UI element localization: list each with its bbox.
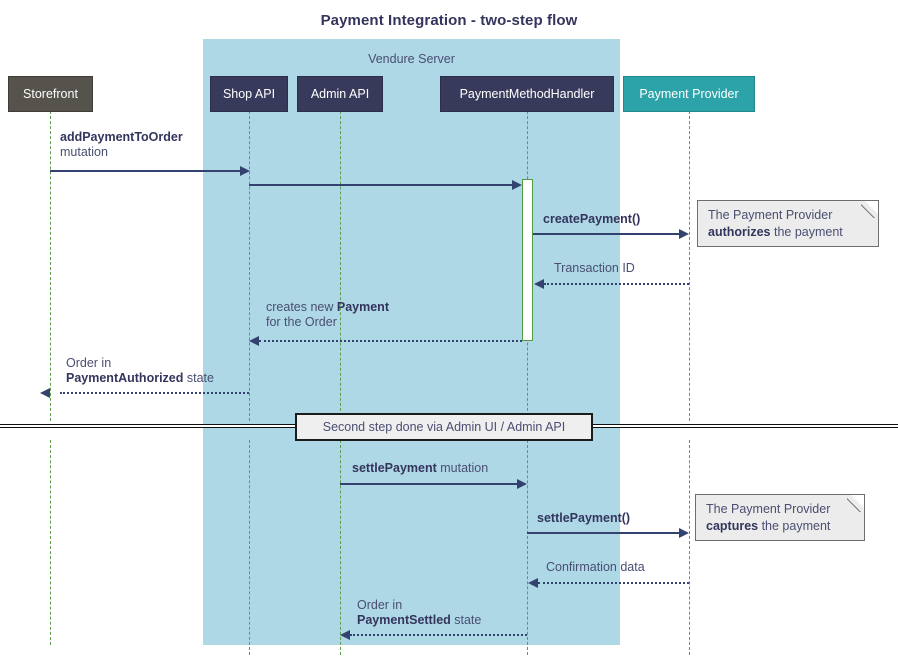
participant-admin-api[interactable]: Admin API xyxy=(297,76,383,112)
divider-line-left xyxy=(0,424,300,428)
participant-label-shop-api: Shop API xyxy=(222,87,276,101)
participant-shop-api[interactable]: Shop API xyxy=(210,76,288,112)
divider-label-box: Second step done via Admin UI / Admin AP… xyxy=(295,413,593,441)
label-settle-call: settlePayment() xyxy=(537,511,631,525)
message-arrow-order-payment-settled xyxy=(350,634,527,636)
participant-label-admin-api: Admin API xyxy=(310,87,370,101)
message-arrow-create-payment xyxy=(533,233,679,235)
arrowhead-confirmation-data xyxy=(528,578,538,588)
arrowhead-add-payment-to-order xyxy=(240,166,250,176)
label-create-payment: createPayment() xyxy=(543,212,641,226)
participant-payment-provider[interactable]: Payment Provider xyxy=(623,76,755,112)
lifeline-admin-api xyxy=(340,111,341,421)
message-label-order-payment-settled: Order in PaymentSettled state xyxy=(357,598,481,628)
note-fold-edge-icon-2 xyxy=(847,494,865,512)
label-order-auth-suffix: state xyxy=(183,371,214,385)
message-label-create-payment: createPayment() xyxy=(543,212,640,227)
message-arrow-add-payment-to-order xyxy=(50,170,240,172)
group-label-vendure-server: Vendure Server xyxy=(368,52,455,66)
label-transaction-id: Transaction ID xyxy=(554,261,635,275)
activation-bar-payment-method-handler xyxy=(522,179,533,341)
divider-label-text: Second step done via Admin UI / Admin AP… xyxy=(322,420,566,434)
message-arrow-settle-payment-call xyxy=(527,532,679,534)
note-bold-1: authorizes xyxy=(708,225,771,239)
label-add-payment-plain: mutation xyxy=(60,145,108,159)
label-creates-new-line2: for the Order xyxy=(266,315,337,329)
lifeline-admin-api-lower xyxy=(340,440,341,655)
note-bold-2: captures xyxy=(706,519,759,533)
note-payment-provider-authorizes: The Payment Provider authorizes the paym… xyxy=(697,200,879,247)
note-line-1: The Payment Provider xyxy=(708,208,833,222)
label-settle-mutation-plain: mutation xyxy=(436,461,489,475)
label-creates-new-plain: creates new xyxy=(266,300,337,314)
arrowhead-creates-new-payment xyxy=(249,336,259,346)
divider-line-right xyxy=(588,424,898,428)
arrowhead-order-payment-settled xyxy=(340,630,350,640)
arrowhead-settle-payment-mutation xyxy=(517,479,527,489)
arrowhead-transaction-id xyxy=(534,279,544,289)
label-order-auth-line1: Order in xyxy=(66,356,112,370)
message-label-settle-payment-call: settlePayment() xyxy=(537,511,630,526)
label-order-settled-suffix: state xyxy=(450,613,482,627)
label-order-settled-line1: Order in xyxy=(357,598,403,612)
participant-storefront[interactable]: Storefront xyxy=(8,76,93,112)
message-label-order-payment-authorized: Order in PaymentAuthorized state xyxy=(66,356,214,386)
lifeline-payment-provider xyxy=(689,111,690,421)
note-suffix-1: the payment xyxy=(770,225,843,239)
participant-label-payment-provider: Payment Provider xyxy=(639,87,739,101)
arrowhead-shop-api-to-handler xyxy=(512,180,522,190)
label-settle-mutation-bold: settlePayment xyxy=(352,461,437,475)
participant-payment-method-handler[interactable]: PaymentMethodHandler xyxy=(440,76,614,112)
lifeline-storefront-lower xyxy=(50,440,51,645)
message-arrow-transaction-id xyxy=(544,283,689,285)
diagram-title: Payment Integration - two-step flow xyxy=(320,12,578,29)
note-payment-provider-captures: The Payment Provider captures the paymen… xyxy=(695,494,865,541)
label-creates-new-bold: Payment xyxy=(336,300,389,314)
lifeline-storefront xyxy=(50,111,51,421)
label-confirmation-data: Confirmation data xyxy=(546,560,645,574)
message-label-creates-new-payment: creates new Payment for the Order xyxy=(266,300,389,330)
message-arrow-shop-api-to-handler xyxy=(249,184,512,186)
lifeline-payment-provider-lower xyxy=(689,440,690,655)
arrowhead-order-payment-authorized xyxy=(40,388,50,398)
message-arrow-creates-new-payment xyxy=(259,340,522,342)
participant-label-storefront: Storefront xyxy=(23,87,78,101)
note-suffix-2: the payment xyxy=(758,519,831,533)
arrowhead-settle-payment-call xyxy=(679,528,689,538)
lifeline-payment-method-handler-lower xyxy=(527,440,528,655)
label-order-settled-bold: PaymentSettled xyxy=(357,613,451,627)
label-order-auth-bold: PaymentAuthorized xyxy=(66,371,184,385)
message-label-settle-payment-mutation: settlePayment mutation xyxy=(352,461,488,476)
note-fold-edge-icon xyxy=(861,200,879,218)
note-line-1-b: The Payment Provider xyxy=(706,502,831,516)
message-arrow-order-payment-authorized xyxy=(60,392,249,394)
group-box-vendure-server xyxy=(203,39,620,645)
participant-label-payment-method-handler: PaymentMethodHandler xyxy=(459,87,595,101)
lifeline-shop-api xyxy=(249,111,250,421)
message-arrow-settle-payment-mutation xyxy=(340,483,517,485)
message-label-transaction-id: Transaction ID xyxy=(554,261,635,276)
label-add-payment-bold: addPaymentToOrder xyxy=(60,130,183,144)
arrowhead-create-payment xyxy=(679,229,689,239)
lifeline-shop-api-lower xyxy=(249,440,250,655)
message-label-confirmation-data: Confirmation data xyxy=(546,560,645,575)
message-label-add-payment-to-order: addPaymentToOrder mutation xyxy=(60,130,183,160)
message-arrow-confirmation-data xyxy=(538,582,689,584)
